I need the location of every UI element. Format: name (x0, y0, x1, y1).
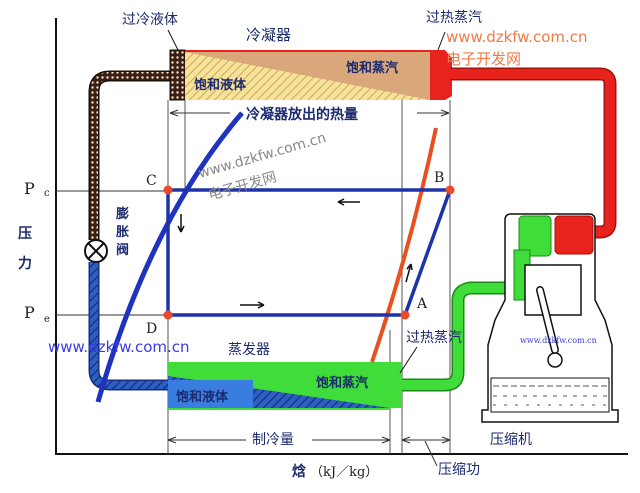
superheated-vapor-bottom-label: 过热蒸汽 (406, 330, 462, 346)
expansion-line-outline (88, 262, 170, 391)
cycle-line-a-b (403, 189, 452, 316)
watermark-url-compressor: www.dzkfw.com.cn (520, 336, 597, 345)
arrowhead-right-icon (381, 436, 391, 444)
pc-subscript: c (44, 188, 50, 199)
arrow-left-icon (337, 198, 360, 206)
point-c-label: C (146, 173, 157, 189)
pressure-axis-label-2: 力 (18, 255, 32, 272)
pe-subscript: e (44, 314, 50, 325)
refrigeration-cycle (163, 185, 455, 320)
evaporator-label: 蒸发器 (228, 342, 270, 358)
discharge-line (450, 69, 615, 237)
point-d-marker (163, 310, 173, 320)
point-a-marker (400, 310, 410, 320)
arrowhead-left-icon (169, 109, 179, 117)
superheated-leader-bottom (399, 346, 418, 374)
expansion-valve-label-2: 胀 (116, 225, 129, 240)
suction-line (402, 283, 505, 390)
pressure-axis-label-1: 压 (18, 226, 32, 242)
point-a-label: A (416, 296, 428, 312)
expansion-line (90, 262, 170, 389)
arrowhead-right-icon (440, 109, 450, 117)
arrow-up-icon (405, 263, 413, 283)
expansion-valve-label-1: 膨 (115, 206, 129, 222)
liquid-line (90, 72, 170, 240)
arrow-right-icon (240, 301, 265, 309)
refrigeration-effect-label: 制冷量 (252, 432, 294, 448)
expansion-valve-label-3: 阀 (116, 242, 129, 258)
point-d-label: D (146, 321, 157, 337)
subcooled-leader (167, 29, 179, 51)
arrowhead-icon (401, 436, 451, 444)
saturated-vapor-curve (370, 127, 438, 363)
evaporator-bar (168, 362, 402, 410)
watermark-url-top: www.dzkfw.com.cn (446, 28, 588, 46)
enthalpy-unit-label: （kJ／kg） (310, 465, 378, 480)
point-c-marker (163, 185, 173, 195)
condenser-bar (169, 49, 452, 101)
superheated-vapor-top-label: 过热蒸汽 (426, 10, 482, 26)
compressor-label: 压缩机 (490, 432, 532, 448)
saturated-liquid-bottom-label: 饱和液体 (175, 389, 229, 405)
pe-label: P (24, 303, 35, 322)
saturated-vapor-bottom-label: 饱和蒸汽 (315, 375, 368, 391)
compressor-icon (481, 213, 619, 423)
saturated-liquid-curve (95, 111, 244, 403)
compression-work-label: 压缩功 (438, 462, 480, 478)
saturated-liquid-top-label: 饱和液体 (193, 77, 247, 93)
saturated-vapor-top-label: 饱和蒸汽 (345, 60, 398, 76)
discharge-line-outline (450, 67, 617, 239)
point-b-marker (445, 185, 455, 195)
point-b-label: B (434, 170, 444, 186)
condenser-heat-label: 冷凝器放出的热量 (246, 106, 358, 123)
pc-label: P (24, 179, 35, 198)
subcooled-liquid-label: 过冷液体 (122, 12, 178, 28)
watermark-cn-top: 电子开发网 (446, 50, 521, 68)
compression-work-leader (424, 440, 438, 467)
expansion-valve-icon (84, 239, 108, 263)
arrowhead-left-icon (167, 436, 177, 444)
superheated-leader-top (437, 31, 446, 51)
enthalpy-axis-label: 焓 (292, 463, 306, 480)
watermark-url-left: www.dzkfw.com.cn (48, 338, 190, 356)
condenser-label: 冷凝器 (246, 26, 291, 44)
liquid-line-outline (88, 70, 170, 240)
arrow-down-icon (177, 214, 185, 233)
